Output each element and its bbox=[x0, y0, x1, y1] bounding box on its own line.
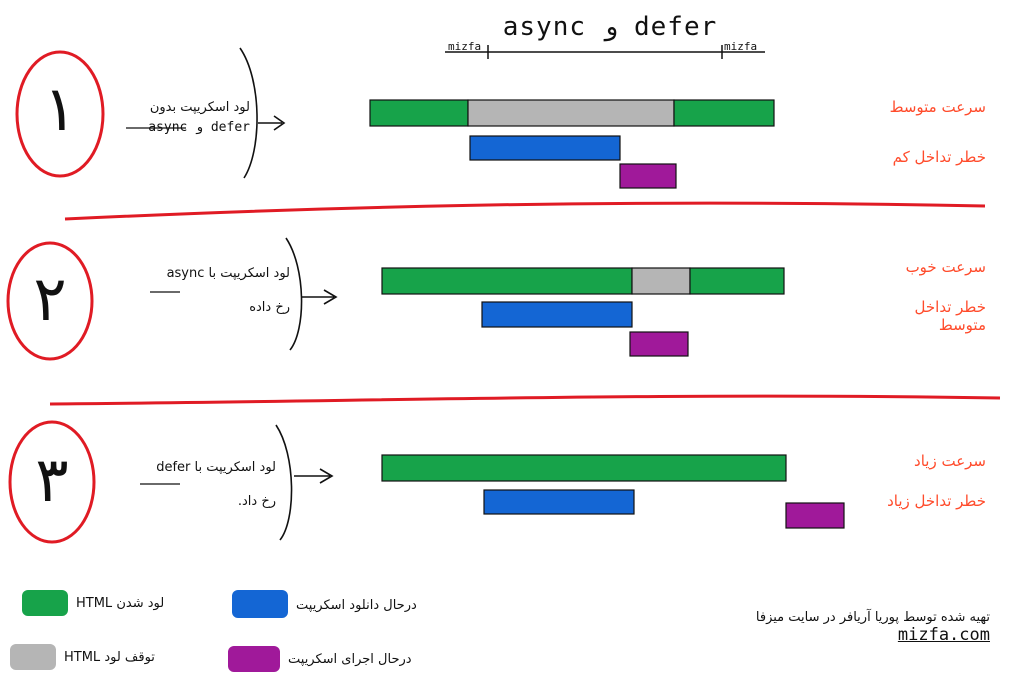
scenario-3-speed: سرعت زیاد bbox=[914, 452, 986, 470]
scenario-2-speed: سرعت خوب bbox=[905, 258, 986, 276]
scenario-3-desc-line1: لود اسکریپت با defer bbox=[156, 460, 276, 475]
scenario-2-circle bbox=[6, 241, 94, 361]
bar-script-execute bbox=[785, 502, 845, 529]
legend-label-script-download: درحال دانلود اسکریپت bbox=[296, 598, 417, 613]
separator-line-2 bbox=[49, 394, 1001, 406]
scenario-1-speed: سرعت متوسط bbox=[889, 98, 986, 116]
scenario-3-circle bbox=[8, 420, 96, 544]
timeline-2 bbox=[381, 267, 785, 357]
legend-label-html-pause: توقف لود HTML bbox=[64, 650, 155, 665]
footer-site-link[interactable]: mizfa.com bbox=[897, 625, 990, 645]
bar-html-load bbox=[673, 99, 775, 127]
legend-swatch-script-execute bbox=[228, 646, 280, 672]
bar-html-load bbox=[381, 267, 633, 295]
scenario-2-desc-line2: رخ داده bbox=[249, 300, 290, 315]
separator-line-1 bbox=[64, 201, 986, 221]
bar-script-download bbox=[481, 301, 633, 328]
diagram-title: async و defer bbox=[502, 12, 718, 42]
scenario-1-desc-line2: async و defer bbox=[148, 120, 250, 135]
bar-html-load bbox=[369, 99, 469, 127]
scenario-1-number: ۱ bbox=[43, 72, 77, 145]
bar-html-load bbox=[689, 267, 785, 295]
legend-label-script-execute: درحال اجرای اسکریپت bbox=[288, 652, 412, 667]
scenario-1-desc-line1: لود اسکریپت بدون bbox=[149, 100, 250, 115]
timeline-1 bbox=[369, 99, 775, 189]
scenario-2-desc-line1: لود اسکریپت با async bbox=[166, 266, 290, 281]
brand-right: mizfa bbox=[724, 40, 758, 53]
footer-credit: تهیه شده توسط پوریا آریافر در سایت میزفا… bbox=[660, 610, 990, 645]
bar-html-pause bbox=[631, 267, 691, 295]
scenario-2-brace bbox=[285, 237, 338, 351]
scenario-1-description: لود اسکریپت بدون async و defer bbox=[110, 98, 250, 138]
legend-label-html-load: لود شدن HTML bbox=[76, 596, 165, 611]
scenario-3-risk: خطر تداخل زیاد bbox=[887, 492, 986, 510]
legend-swatch-script-download bbox=[232, 590, 288, 618]
bar-html-load bbox=[381, 454, 787, 482]
bar-script-execute bbox=[629, 331, 689, 357]
scenario-1-brace bbox=[239, 47, 286, 179]
scenario-3-description: لود اسکریپت با defer رخ داد. bbox=[126, 458, 276, 512]
legend-swatch-html-load bbox=[22, 590, 68, 616]
bar-script-download bbox=[469, 135, 621, 161]
footer-credit-text: تهیه شده توسط پوریا آریافر در سایت میزفا bbox=[755, 610, 990, 625]
title-bracket bbox=[445, 45, 765, 59]
scenario-1-circle bbox=[15, 50, 105, 178]
scenario-3-number: ۳ bbox=[35, 443, 69, 516]
timeline-3 bbox=[381, 454, 845, 529]
bar-html-pause bbox=[467, 99, 675, 127]
bar-script-execute bbox=[619, 163, 677, 189]
scenario-2-risk: خطر تداخل متوسط bbox=[914, 298, 986, 334]
scenario-2-number: ۲ bbox=[33, 262, 67, 335]
scenario-3-brace bbox=[275, 424, 334, 541]
bar-script-download bbox=[483, 489, 635, 515]
legend-swatch-html-pause bbox=[10, 644, 56, 670]
brand-left: mizfa bbox=[448, 40, 482, 53]
scenario-2-description: لود اسکریپت با async رخ داده bbox=[130, 264, 290, 318]
scenario-3-desc-line2: رخ داد. bbox=[237, 494, 276, 509]
scenario-1-risk: خطر تداخل کم bbox=[892, 148, 986, 166]
